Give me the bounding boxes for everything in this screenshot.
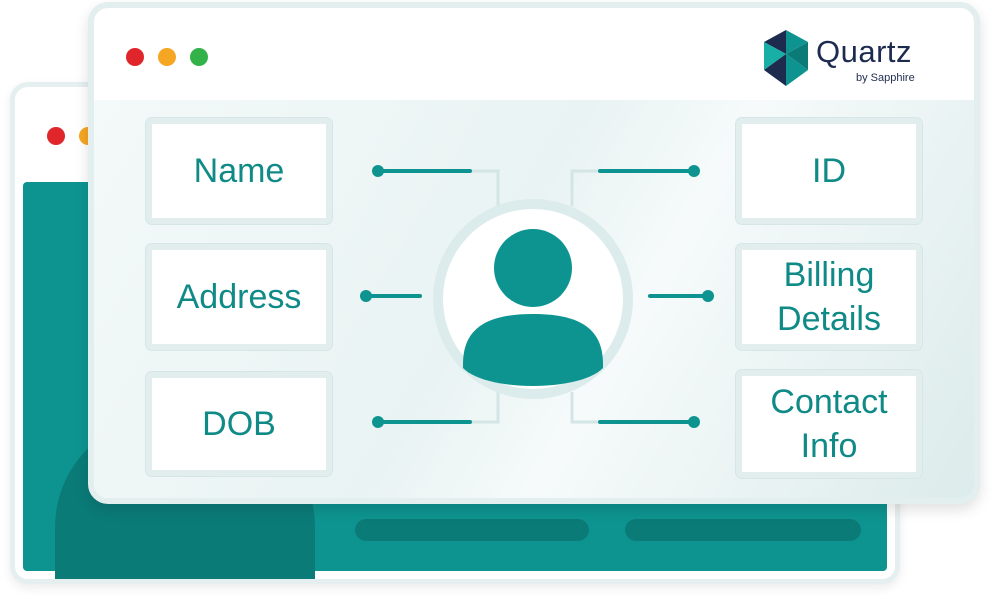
- center-user-badge: [430, 196, 636, 402]
- connector-node: [688, 165, 700, 177]
- field-box-dob: DOB: [146, 372, 332, 476]
- quartz-logo: Quartz by Sapphire: [764, 28, 934, 90]
- field-label: Address: [176, 277, 302, 316]
- back-window-bar-1: [355, 519, 589, 541]
- logo-tagline: by Sapphire: [856, 72, 915, 84]
- logo-name: Quartz: [816, 34, 913, 69]
- field-label: DOB: [202, 404, 276, 443]
- connector-node: [372, 416, 384, 428]
- connector-node: [688, 416, 700, 428]
- field-box-contact-info: Contact Info: [736, 370, 922, 478]
- close-dot-back: [47, 127, 65, 145]
- field-label: Billing Details: [777, 255, 881, 338]
- field-label: Contact Info: [770, 382, 888, 465]
- minimize-dot: [158, 48, 176, 66]
- quartz-gem-icon: [764, 30, 808, 86]
- maximize-dot: [190, 48, 208, 66]
- connector-node: [702, 290, 714, 302]
- connector-node: [360, 290, 372, 302]
- user-avatar-icon: [433, 199, 633, 399]
- field-box-id: ID: [736, 118, 922, 224]
- field-label: Name: [193, 151, 285, 190]
- close-dot: [126, 48, 144, 66]
- back-window-bar-2: [625, 519, 861, 541]
- connector-node: [372, 165, 384, 177]
- field-box-address: Address: [146, 244, 332, 350]
- field-box-billing-details: Billing Details: [736, 244, 922, 350]
- field-box-name: Name: [146, 118, 332, 224]
- field-label: ID: [812, 151, 846, 190]
